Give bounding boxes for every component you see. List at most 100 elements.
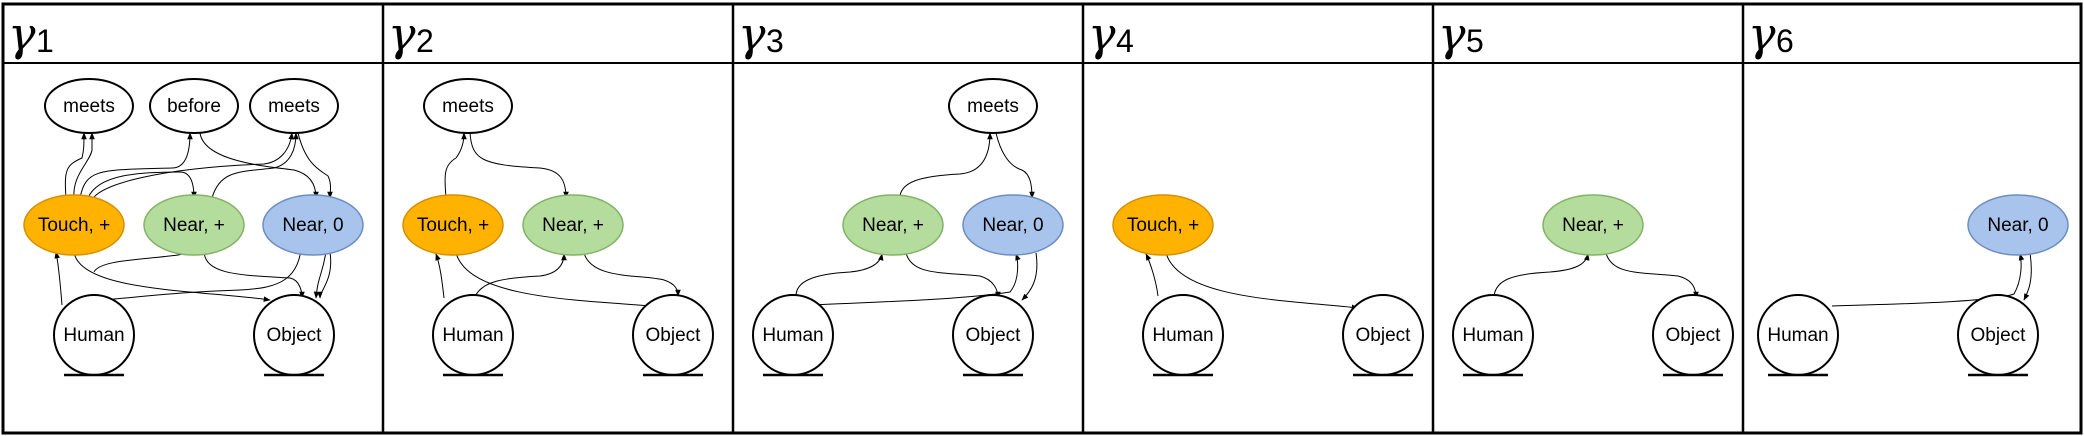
node-human: Human [1142, 294, 1224, 377]
edges-panel-1 [54, 132, 333, 306]
panel-subscript-3: 3 [766, 23, 784, 59]
svg-text:Human: Human [63, 325, 124, 346]
svg-text:Object: Object [1356, 325, 1412, 346]
node-near-zero: Near, 0 [962, 194, 1064, 256]
node-human: Human [432, 294, 514, 377]
edge [203, 251, 305, 299]
svg-text:Object: Object [1666, 325, 1722, 346]
panel-gamma-1: γ [8, 7, 36, 61]
near-plus-ellipse [1542, 194, 1644, 256]
node-human: Human [1757, 294, 1839, 377]
node-near-plus: Near, + [143, 194, 245, 256]
svg-text:Near, +: Near, + [1562, 215, 1624, 236]
svg-text:Human: Human [1152, 325, 1213, 346]
edge [54, 251, 63, 306]
panel-header-5: γ 5 [1438, 7, 1484, 61]
edge [73, 251, 271, 302]
panel-3: meets Near, + Near, 0 Human Object [752, 78, 1064, 377]
edge [313, 251, 327, 299]
edge [444, 132, 467, 198]
edge [91, 132, 295, 201]
svg-text:Near, +: Near, + [862, 215, 924, 236]
svg-text:Object: Object [646, 325, 702, 346]
panel-header-4: γ 4 [1088, 7, 1134, 61]
node-meets: meets [423, 78, 513, 134]
panel-subscript-5: 5 [1466, 23, 1484, 59]
node-human: Human [53, 294, 135, 377]
node-object: Object [253, 294, 335, 377]
node-near-plus: Near, + [1542, 194, 1644, 256]
svg-text:meets: meets [967, 96, 1019, 117]
edges-panel-2 [435, 132, 681, 311]
svg-text:Human: Human [442, 325, 503, 346]
node-near-zero: Near, 0 [262, 194, 364, 256]
svg-text:Near, +: Near, + [542, 215, 604, 236]
panel-header-2: γ 2 [388, 7, 434, 61]
edge [73, 132, 95, 199]
svg-text:Touch, +: Touch, + [417, 215, 489, 236]
svg-text:Near, 0: Near, 0 [282, 215, 343, 236]
panel-6: Near, 0 Human Object [1757, 194, 2069, 377]
node-object: Object [952, 294, 1034, 377]
node-human: Human [1452, 294, 1534, 377]
svg-text:meets: meets [63, 96, 115, 117]
svg-text:Human: Human [762, 325, 823, 346]
node-touch-plus: Touch, + [23, 194, 125, 256]
node-object: Object [632, 294, 714, 377]
node-near-plus: Near, + [842, 194, 944, 256]
edge [1605, 252, 1699, 299]
svg-text:Touch, +: Touch, + [38, 215, 110, 236]
node-object: Object [1342, 294, 1424, 377]
edge [211, 132, 299, 199]
svg-text:Object: Object [1971, 325, 2027, 346]
panel-4: Touch, + Human Object [1112, 194, 1424, 377]
panel-gamma-4: γ [1088, 7, 1116, 61]
svg-text:Touch, +: Touch, + [1127, 215, 1199, 236]
near-zero-ellipse [262, 194, 364, 256]
edge [469, 132, 569, 199]
edge [64, 132, 87, 199]
edges-panel-3 [795, 132, 1038, 306]
edge [103, 239, 305, 301]
panel-header-6: γ 6 [1748, 7, 1794, 61]
node-human: Human [752, 294, 834, 377]
near-plus-ellipse [143, 194, 245, 256]
node-object: Object [1957, 294, 2039, 377]
edge [905, 252, 1001, 299]
node-meets: meets [948, 78, 1038, 134]
panel-gamma-2: γ [388, 7, 416, 61]
panel-5: Near, + Human Object [1452, 194, 1734, 377]
svg-text:Human: Human [1462, 325, 1523, 346]
node-touch-plus: Touch, + [402, 194, 504, 256]
node-near-plus: Near, + [522, 194, 624, 256]
node-touch-plus: Touch, + [1112, 194, 1214, 256]
edge [435, 253, 445, 299]
node-meets-1: meets [44, 78, 134, 134]
svg-text:Near, 0: Near, 0 [982, 215, 1043, 236]
panel-gamma-3: γ [738, 7, 766, 61]
edge [1165, 252, 1359, 311]
panel-1: meets before meets Touch, + Near, + Near… [23, 78, 364, 377]
panel-2: meets Touch, + Near, + Human Object [402, 78, 714, 377]
edge [2023, 252, 2032, 301]
panel-gamma-5: γ [1438, 7, 1466, 61]
panel-subscript-2: 2 [416, 23, 434, 59]
edge [473, 253, 567, 300]
near-plus-ellipse [842, 194, 944, 256]
svg-text:Object: Object [267, 325, 323, 346]
edge [995, 132, 1035, 199]
panel-subscript-6: 6 [1776, 23, 1794, 59]
node-meets-2: meets [249, 78, 339, 134]
node-object: Object [1652, 294, 1734, 377]
panel-gamma-6: γ [1748, 7, 1776, 61]
near-plus-ellipse [522, 194, 624, 256]
edge [583, 252, 681, 297]
near-zero-ellipse [1967, 194, 2069, 256]
svg-text:before: before [167, 96, 221, 117]
panel-header-3: γ 3 [738, 7, 784, 61]
edge [199, 132, 319, 199]
svg-text:Near, +: Near, + [163, 215, 225, 236]
edge [79, 132, 193, 199]
